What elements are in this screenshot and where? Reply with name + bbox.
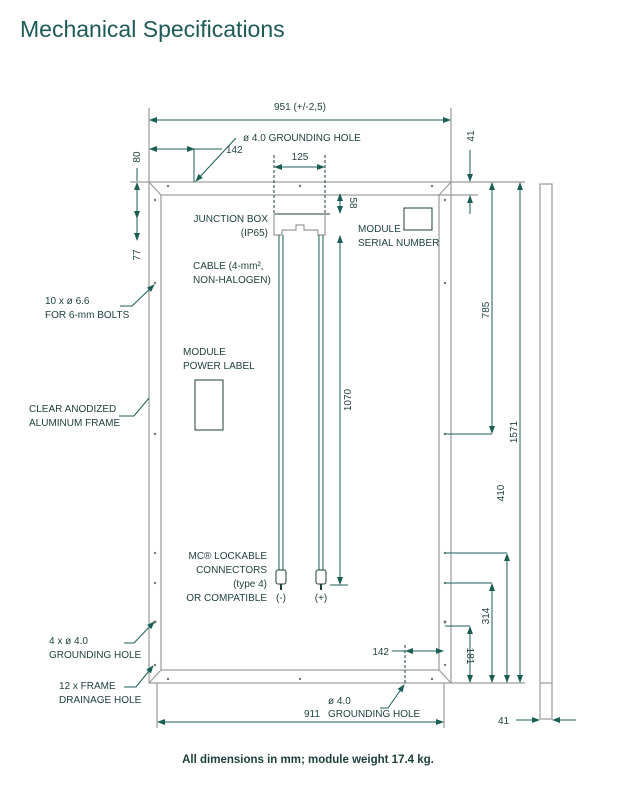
label-frame-1: CLEAR ANODIZED [29,404,116,415]
dim-top-142: 142 [226,145,243,156]
label-ground4-2: GROUNDING HOLE [49,650,142,661]
label-junction-box-2: (IP65) [241,228,268,239]
dim-142-bottom: 142 [372,647,389,658]
dim-410: 410 [496,484,507,501]
dim-911: 911 [304,709,320,720]
serial-number-plate [403,207,433,231]
dim-41-side: 41 [498,716,510,727]
label-serial-2: SERIAL NUMBER [358,238,439,249]
dim-77: 77 [132,249,143,261]
label-mc-1: MC® LOCKABLE [188,551,267,562]
dim-width-total: 951 (+/-2,5) [274,102,326,113]
label-ground-bottom-1: ø 4.0 [328,696,351,707]
label-power-1: MODULE [183,347,226,358]
label-mc-4: OR COMPATIBLE [186,593,267,604]
dim-1571: 1571 [509,420,520,443]
label-mc-3: (type 4) [233,579,267,590]
label-serial-1: MODULE [358,224,401,235]
label-ground4-1: 4 x ø 4.0 [49,636,88,647]
label-power-2: POWER LABEL [183,361,255,372]
dim-181: 181 [464,648,475,665]
dim-314: 314 [481,607,492,624]
dim-58: 58 [347,197,358,209]
label-frame-2: ALUMINUM FRAME [29,418,120,429]
label-ground-bottom-2: GROUNDING HOLE [328,709,421,720]
label-bolts-2: FOR 6-mm BOLTS [45,310,130,321]
cables [275,235,327,590]
label-cable-1: CABLE (4-mm², [193,261,264,272]
dim-80: 80 [132,151,143,163]
label-plus: (+) [315,593,328,604]
dim-785: 785 [481,301,492,318]
label-bolts-1: 10 x ø 6.6 [45,296,90,307]
footer-note: All dimensions in mm; module weight 17.4… [182,754,434,766]
label-drain-1: 12 x FRAME [59,681,116,692]
module-frame [148,181,452,684]
page-title: Mechanical Specifications [20,16,285,42]
label-junction-box-1: JUNCTION BOX [194,214,269,225]
dim-1070: 1070 [343,388,354,411]
side-profile [539,183,553,720]
junction-box [273,213,330,236]
power-label-plate [194,379,224,431]
label-drain-2: DRAINAGE HOLE [59,695,142,706]
dim-125: 125 [292,152,309,163]
dim-41-top: 41 [466,130,477,142]
label-minus: (-) [276,593,286,604]
mounting-holes [153,184,447,681]
label-mc-2: CONNECTORS [196,565,267,576]
label-grounding-hole-top: ø 4.0 GROUNDING HOLE [243,133,361,144]
label-cable-2: NON-HALOGEN) [193,275,271,286]
